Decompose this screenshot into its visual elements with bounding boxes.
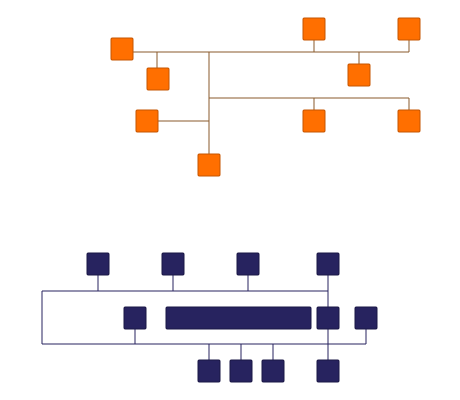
navy-node bbox=[123, 306, 147, 330]
orange-network-links bbox=[122, 40, 410, 154]
navy-node bbox=[197, 359, 221, 383]
navy-node bbox=[261, 359, 285, 383]
orange-node bbox=[302, 109, 326, 133]
navy-node bbox=[86, 252, 110, 276]
navy-node bbox=[316, 359, 340, 383]
orange-node bbox=[135, 109, 159, 133]
navy-node bbox=[316, 306, 340, 330]
orange-node bbox=[347, 63, 371, 87]
orange-node bbox=[110, 37, 134, 61]
orange-network-diagram bbox=[110, 17, 421, 177]
navy-node bbox=[354, 306, 378, 330]
navy-node bbox=[236, 252, 260, 276]
navy-network-nodes bbox=[86, 252, 378, 383]
navy-node bbox=[161, 252, 185, 276]
navy-hub-bar bbox=[165, 306, 312, 330]
navy-network-links bbox=[41, 275, 367, 360]
navy-node bbox=[316, 252, 340, 276]
navy-network-diagram bbox=[41, 252, 378, 383]
orange-network-nodes bbox=[110, 17, 421, 177]
orange-node bbox=[397, 109, 421, 133]
orange-node bbox=[146, 67, 170, 91]
orange-node bbox=[302, 17, 326, 41]
orange-node bbox=[397, 17, 421, 41]
orange-node bbox=[197, 153, 221, 177]
navy-node bbox=[229, 359, 253, 383]
